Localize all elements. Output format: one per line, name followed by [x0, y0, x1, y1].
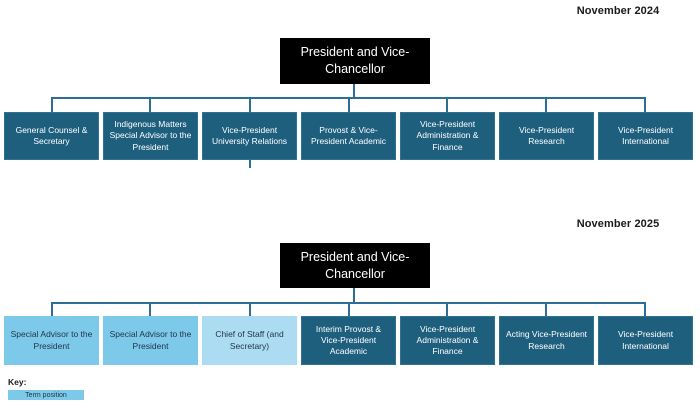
org-node: Provost & Vice-President Academic: [301, 112, 396, 160]
connector-line: [545, 97, 547, 112]
connector-line: [149, 97, 151, 112]
connector-line: [249, 97, 251, 112]
connector-line: [353, 84, 355, 98]
connector-line: [446, 97, 448, 112]
connector-line: [446, 302, 448, 316]
org-node: General Counsel & Secretary: [4, 112, 99, 160]
connector-line: [51, 302, 53, 316]
connector-line: [149, 302, 151, 316]
connector-line: [545, 302, 547, 316]
org-node: Special Advisor to the President: [103, 316, 198, 365]
key-title: Key:: [8, 377, 27, 387]
org-node: Vice-President International: [598, 316, 693, 365]
connector-line: [644, 97, 646, 112]
org-node-root-2025: President and Vice-Chancellor: [280, 243, 430, 288]
org-node: Vice-President Research: [499, 112, 594, 160]
connector-stub: [249, 160, 251, 168]
date-label-2025: November 2025: [576, 218, 660, 230]
connector-line: [353, 288, 355, 303]
org-node: Vice-President University Relations: [202, 112, 297, 160]
org-node: Special Advisor to the President: [4, 316, 99, 365]
org-node: Vice-President International: [598, 112, 693, 160]
org-node: Vice-President Administration & Finance: [400, 112, 495, 160]
org-node: Chief of Staff (and Secretary): [202, 316, 297, 365]
org-node: Vice-President Administration & Finance: [400, 316, 495, 365]
key-swatch-term-position: Term position: [8, 390, 84, 400]
connector-line: [249, 302, 251, 316]
connector-line: [51, 97, 53, 112]
org-node-root-2024: President and Vice-Chancellor: [280, 38, 430, 84]
date-label-2024: November 2024: [576, 5, 660, 17]
connector-line: [348, 302, 350, 316]
connector-line: [644, 302, 646, 316]
connector-line: [348, 97, 350, 112]
org-node: Interim Provost & Vice-President Academi…: [301, 316, 396, 365]
org-node: Acting Vice-President Research: [499, 316, 594, 365]
org-node: Indigenous Matters Special Advisor to th…: [103, 112, 198, 160]
